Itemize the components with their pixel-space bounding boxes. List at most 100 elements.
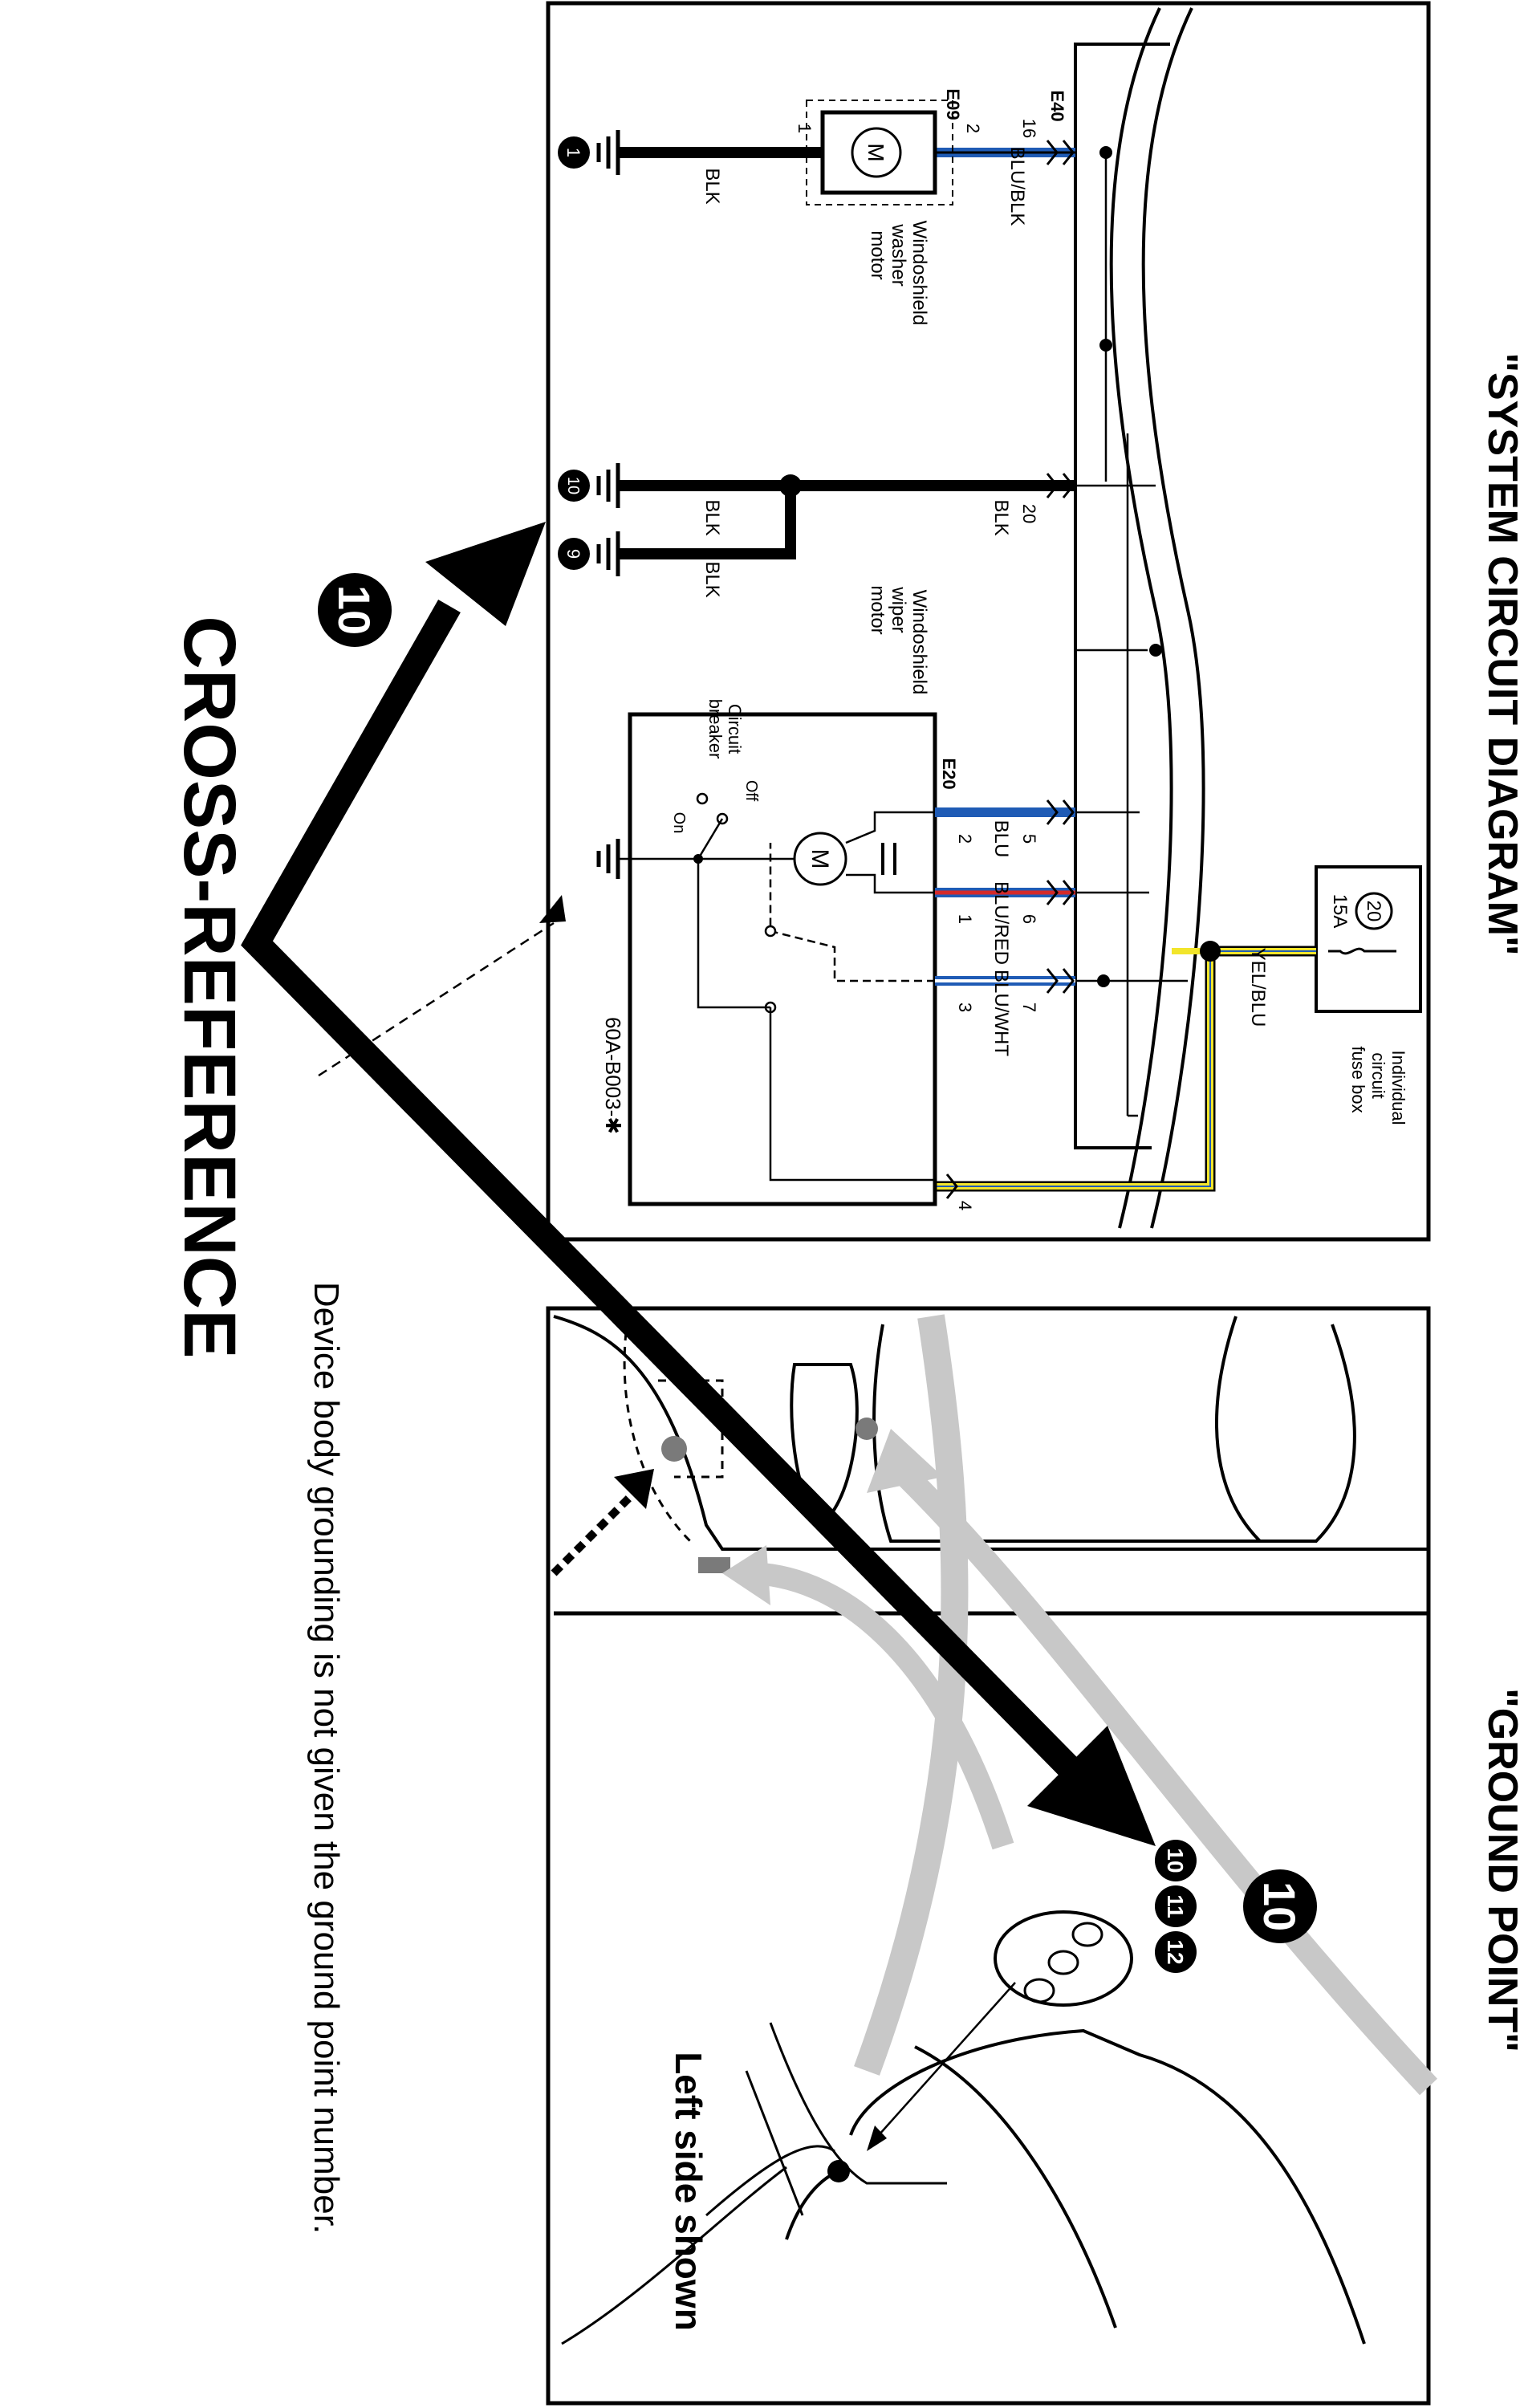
ground-number: 10 (564, 477, 582, 494)
hidden-arrowhead (614, 1469, 654, 1509)
ground-point-panel (546, 1306, 1431, 2406)
blk-label: BLK (701, 561, 723, 597)
vehicle-outline (872, 1324, 1356, 1543)
motor-lead (846, 873, 935, 894)
ground-point-badge (1155, 1931, 1197, 1973)
circuit-diagram: 20 15A Individual circuit fuse box YEL/B… (558, 7, 1422, 1229)
blu-blk-label: BLU/BLK (1006, 147, 1028, 226)
pin-2: 2 (955, 834, 975, 844)
washer-motor-label: motor (867, 230, 888, 279)
connector-e40: E40 (1047, 90, 1067, 121)
pin-16: 16 (1019, 119, 1039, 138)
wiper-motor-label: wiper (888, 586, 909, 633)
ground-number: 1 (563, 148, 583, 157)
fuse-number-circle (1355, 892, 1393, 930)
pin-7: 7 (1019, 1003, 1039, 1012)
splice-dot (1099, 339, 1112, 352)
ground-bolt (698, 1557, 730, 1573)
ground-point-badge (1155, 1885, 1197, 1927)
ground-point-badge-number: 10 (1163, 1848, 1188, 1873)
connector-chevron (1046, 880, 1075, 905)
ground-number-circle (558, 470, 590, 502)
splice-dot (1149, 644, 1162, 657)
park-switch-lead (769, 1007, 935, 1182)
harness-wave (1109, 7, 1173, 1229)
yel-blu-label: YEL/BLU (1247, 948, 1269, 1027)
pin-2: 2 (963, 124, 983, 133)
harness-junction-box (1074, 43, 1170, 1149)
fuse-box-label: circuit (1368, 1052, 1388, 1098)
splice-dot (1097, 974, 1110, 987)
vehicle-outline (849, 2028, 1366, 2345)
switch-terminal (764, 925, 777, 938)
individual-circuit-fuse-box (1315, 865, 1422, 1013)
blu-wht-label: BLU/WHT (990, 970, 1012, 1056)
connector-chevron (1046, 968, 1075, 994)
yel-blu-splice (1200, 941, 1221, 962)
blu-red-label: BLU/RED (990, 881, 1012, 965)
vehicle-outline (553, 1315, 1429, 1551)
ground-point-illustration: 10 10 10 11 12 Left side shown (241, 522, 1437, 2345)
pin-5: 5 (1019, 834, 1039, 844)
vehicle-outline (914, 2045, 1117, 2329)
vehicle-outline (769, 2022, 947, 2185)
circuit-breaker-label: breaker (705, 699, 725, 759)
washer-motor-symbol (851, 127, 902, 178)
ground-wire (785, 2170, 839, 2240)
splice-dot (1099, 146, 1112, 159)
system-circuit-diagram-heading: "SYSTEM CIRCUIT DIAGRAM" (1479, 352, 1520, 955)
breaker-switch (697, 818, 724, 860)
blu-label: BLU (990, 820, 1012, 858)
wiper-motor-box (628, 712, 937, 1206)
circuit-diagram-panel (546, 1, 1431, 1242)
ground-callout-badge (1243, 1869, 1317, 1943)
connector-chevron (1046, 140, 1075, 165)
ground-symbol (596, 531, 620, 576)
ground-bolt (856, 1418, 878, 1440)
ground-number-circle (558, 538, 590, 570)
vehicle-outline (623, 1332, 692, 1543)
ground-symbol (596, 463, 620, 508)
fuse-rating: 15A (1329, 894, 1351, 929)
vehicle-outline (1215, 1316, 1262, 1543)
yel-blu-wire (935, 950, 1316, 1187)
harness-wave (1141, 7, 1205, 1229)
wiper-motor-label: Windoshield (908, 590, 930, 695)
blk-label: BLK (701, 499, 723, 535)
blk-wire (618, 486, 796, 559)
ground-bolt (661, 1436, 687, 1462)
motor-lead (845, 811, 935, 844)
ground-point-heading: "GROUND POINT" (1479, 1688, 1520, 2052)
breaker-on-label: On (670, 812, 688, 834)
washer-motor-label: Windoshield (908, 221, 930, 326)
wiper-motor-label: motor (867, 585, 888, 634)
pin-4: 4 (955, 1201, 975, 1210)
washer-motor-dashed-outline (806, 100, 953, 205)
pin-6: 6 (1019, 914, 1039, 924)
grounding-note: Device body grounding is not given the g… (307, 1282, 346, 2234)
pin-3: 3 (955, 1003, 975, 1012)
washer-motor-label: washer (888, 223, 909, 286)
ground-bolt-cluster (994, 1910, 1133, 2007)
vehicle-outline (561, 2166, 787, 2345)
locator-arrow (882, 1452, 1437, 2096)
hidden-arrow (551, 1490, 637, 1576)
ground-bolt (1047, 1950, 1079, 1975)
ground-point-badge-number: 12 (1163, 1939, 1188, 1964)
locator-arrowhead (867, 1429, 943, 1493)
callout-badge (318, 573, 392, 647)
park-switch-lead (769, 843, 935, 982)
callout-badge-number: 10 (329, 585, 380, 635)
ground-point-badge-number: 11 (1163, 1894, 1188, 1918)
locator-arrowhead (722, 1545, 770, 1605)
vehicle-outline (705, 2145, 835, 2217)
ground-bolt (1071, 1922, 1103, 1947)
connector-chevron (945, 1173, 958, 1199)
washer-motor-m: M (864, 143, 888, 161)
ground-symbol (596, 839, 620, 879)
ground-number: 9 (563, 549, 583, 559)
left-side-shown-label: Left side shown (668, 2052, 709, 2331)
cross-reference-heading: CROSS-REFERENCE (169, 616, 250, 1358)
note-leader-arrowhead (539, 895, 566, 923)
fuse-symbol (1328, 947, 1376, 955)
